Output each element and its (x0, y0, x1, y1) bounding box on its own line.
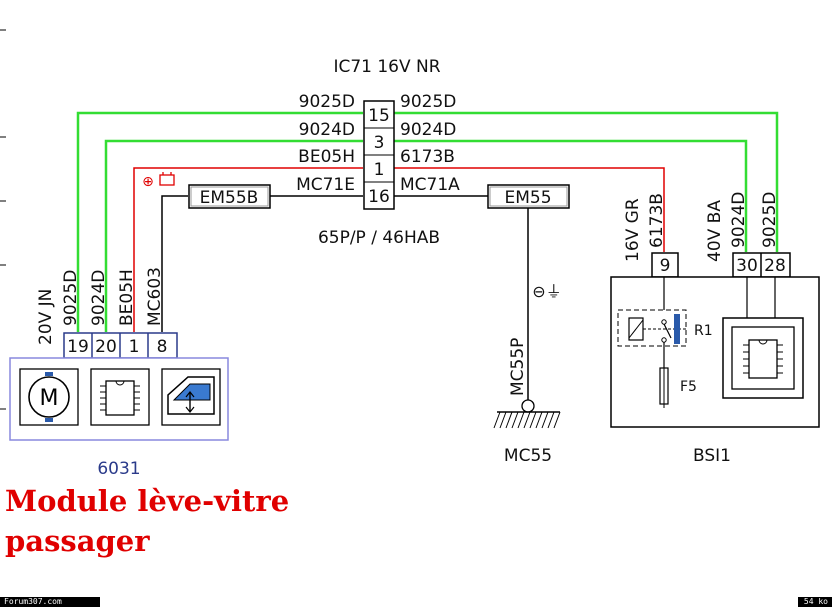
wire-label-right-1: 6173B (400, 147, 455, 167)
bsi-pin-30: 30 (736, 256, 758, 276)
bsi-connector-ba: 40V BA (705, 200, 725, 262)
svg-text:M: M (40, 386, 59, 411)
wire-be05h-6173b (133, 167, 665, 332)
bsi-wire-9025d: 9025D (760, 192, 780, 248)
splice-em55-label: EM55 (504, 188, 551, 208)
motor-icon: M (28, 372, 70, 422)
wire-9025d (76, 111, 779, 332)
harness-note: 65P/P / 46HAB (318, 228, 440, 248)
edge-ticks (0, 29, 6, 410)
plus-symbol: ⊕ (142, 174, 154, 190)
module-pin-20: 20 (95, 337, 117, 357)
bsi-pin-9: 9 (660, 256, 671, 276)
ic-chip-icon (100, 380, 140, 416)
module-wire-9025d: 9025D (61, 270, 81, 326)
relay-icon (617, 309, 687, 368)
bsi-connector-30-28: 30 28 (732, 252, 791, 278)
bsi-pin-28: 28 (764, 256, 786, 276)
bsi-connector-9: 9 (651, 252, 679, 278)
wire-label-left-3: 9024D (299, 120, 355, 140)
ground-symbol: ⊖⏚ (532, 282, 561, 301)
caption-line-2: passager (5, 524, 150, 558)
ic71-pin-16: 16 (368, 187, 390, 207)
wire-label-right-3: 9024D (400, 120, 456, 140)
wire-label-right-16: MC71A (400, 175, 460, 195)
ic71-pin-15: 15 (368, 106, 390, 126)
module-connector-label: 20V JN (36, 289, 56, 345)
ground-name: MC55 (504, 446, 552, 466)
connector-ic71: 15 3 1 16 (363, 100, 395, 210)
splice-em55: EM55 (487, 184, 570, 209)
relay-label: R1 (694, 323, 713, 339)
window-lift-icon (167, 376, 215, 415)
splice-em55b-label: EM55B (200, 188, 259, 208)
ground-wire-label: MC55P (508, 338, 528, 396)
bsi-wire-9024d: 9024D (729, 192, 749, 248)
bsi-body (610, 276, 820, 428)
module-pin-8: 8 (157, 337, 168, 357)
ic71-pin-3: 3 (374, 133, 385, 153)
ic71-pin-1: 1 (374, 160, 385, 180)
bsi-wire-6173b: 6173B (647, 193, 667, 248)
module-pin-1: 1 (129, 337, 140, 357)
module-code: 6031 (97, 459, 140, 479)
bsi-connector-gr: 16V GR (623, 198, 643, 262)
module-wire-mc603: MC603 (145, 267, 165, 326)
footer-right: 54 ko (798, 597, 832, 607)
footer-left: Forum307.com (0, 597, 100, 607)
fuse-label: F5 (680, 379, 697, 395)
module-pin-19: 19 (67, 337, 89, 357)
wire-label-left-15: 9025D (299, 92, 355, 112)
splice-em55b: EM55B (188, 184, 271, 209)
connector-ic71-title: IC71 16V NR (333, 57, 440, 77)
module-6031-connector: 19 20 1 8 (63, 332, 178, 359)
battery-icon (159, 172, 175, 186)
module-wire-be05h: BE05H (117, 269, 137, 326)
wire-9024d (104, 139, 748, 332)
wire-label-left-16: MC71E (296, 175, 355, 195)
ground-icon (493, 399, 561, 429)
caption-line-1: Module lève-vitre (5, 484, 290, 518)
wire-label-left-1: BE05H (298, 147, 355, 167)
wire-label-right-15: 9025D (400, 92, 456, 112)
bsi-name: BSI1 (693, 446, 731, 466)
wire-mc603-mc71 (161, 195, 529, 400)
module-wire-9024d: 9024D (89, 270, 109, 326)
bsi-ic-chip-icon (743, 339, 783, 379)
fuse-icon (659, 364, 669, 408)
